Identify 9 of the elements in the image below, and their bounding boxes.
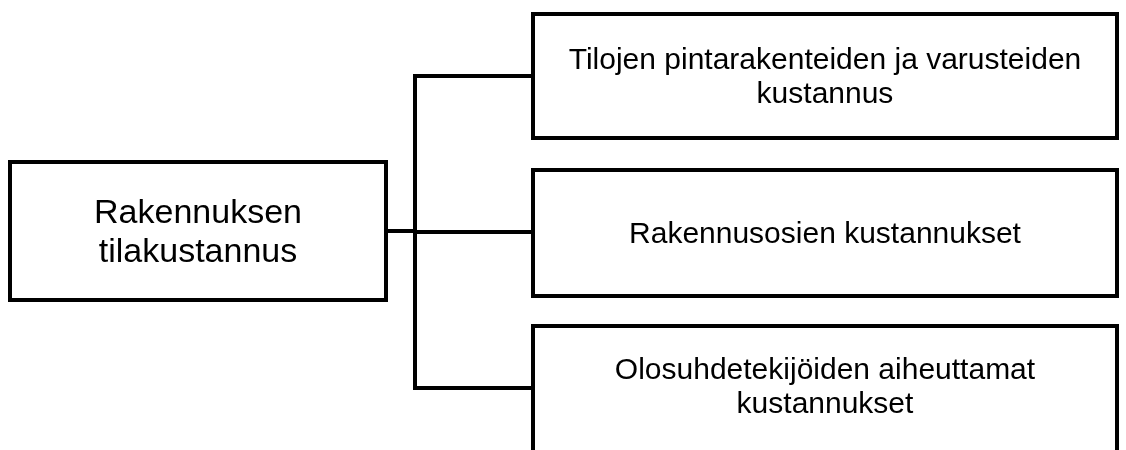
text-box (531, 12, 1119, 140)
box-label: Olosuhdetekijöiden aiheuttamat kustannukset (613, 351, 1037, 421)
box-label: Tilojen pintarakenteiden ja varusteiden kustannus (567, 41, 1083, 111)
box-label: Rakennusosien kustannukset (629, 215, 1021, 251)
text-box (531, 324, 1119, 450)
connector-line (388, 229, 531, 390)
text-box (531, 168, 1119, 298)
text-box (8, 160, 388, 302)
box-label: Rakennuksen tilakustannus (93, 191, 303, 271)
